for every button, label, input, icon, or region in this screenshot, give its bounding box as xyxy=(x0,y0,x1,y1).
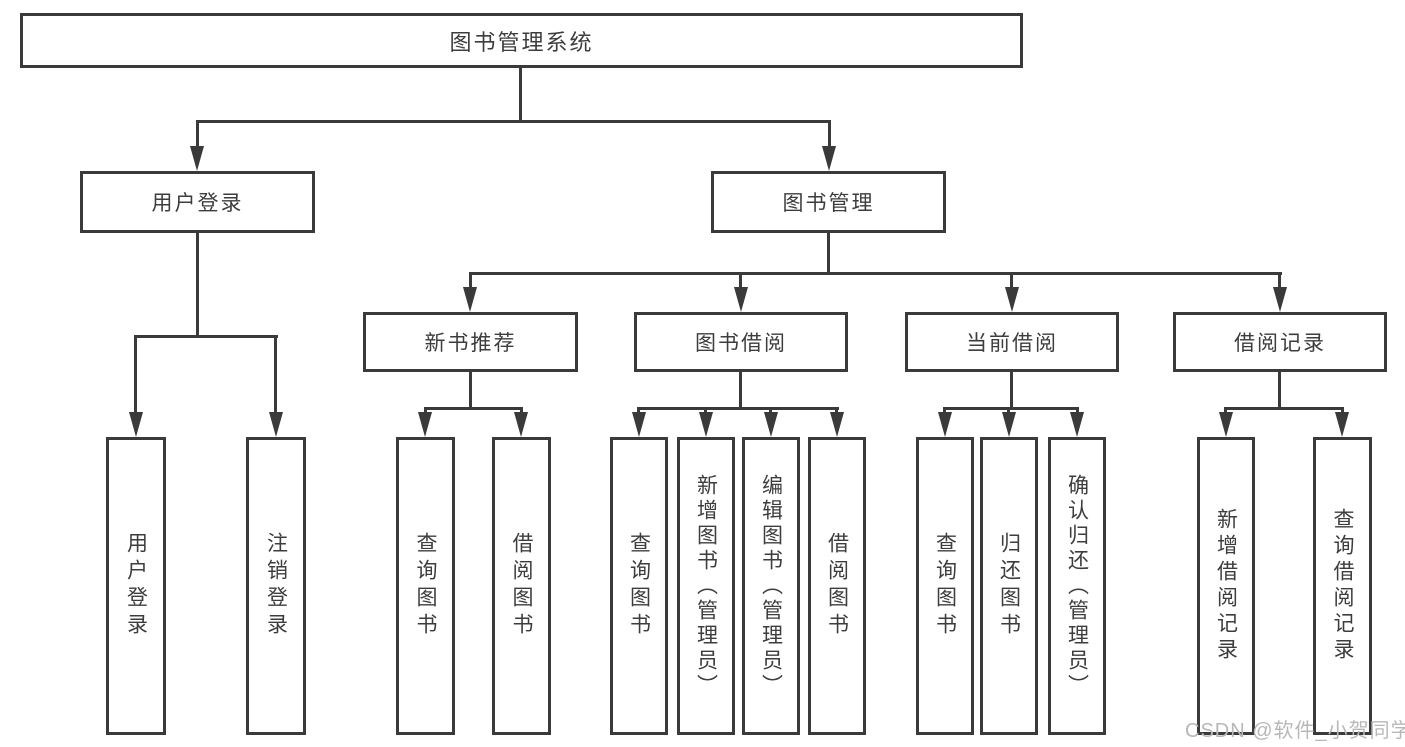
leaf-query-books-3: 查询图书 xyxy=(916,437,974,735)
connector-line xyxy=(739,372,742,409)
node-borrowing-records: 借阅记录 xyxy=(1173,312,1387,372)
leaf-user-login: 用户登录 xyxy=(106,437,166,735)
connector-line xyxy=(769,407,772,415)
connector-line xyxy=(739,272,742,290)
leaf-add-book-admin: 新增图书（管理员） xyxy=(677,437,735,735)
arrow-down-icon xyxy=(734,287,748,312)
node-new-book-recommendation: 新书推荐 xyxy=(363,312,578,372)
node-book-management: 图书管理 xyxy=(711,171,946,233)
arrow-down-icon xyxy=(830,412,844,437)
arrow-down-icon xyxy=(1219,412,1233,437)
connector-line xyxy=(274,335,277,414)
node-book-borrowing: 图书借阅 xyxy=(634,312,848,372)
connector-line xyxy=(1224,407,1344,410)
connector-line xyxy=(519,68,522,122)
leaf-borrow-books-2: 借阅图书 xyxy=(808,437,866,735)
connector-line xyxy=(637,407,640,415)
arrow-down-icon xyxy=(938,412,952,437)
connector-line xyxy=(469,272,1282,275)
connector-line xyxy=(424,407,427,415)
node-library-management-system: 图书管理系统 xyxy=(20,13,1023,68)
connector-line xyxy=(1224,407,1227,415)
connector-line xyxy=(196,233,199,337)
connector-line xyxy=(424,407,523,410)
leaf-return-books: 归还图书 xyxy=(980,437,1038,735)
arrow-down-icon xyxy=(514,412,528,437)
connector-line xyxy=(1007,407,1010,415)
leaf-add-borrow-record: 新增借阅记录 xyxy=(1197,437,1255,735)
connector-line xyxy=(704,407,707,415)
connector-line xyxy=(637,407,839,410)
connector-line xyxy=(943,407,946,415)
connector-line xyxy=(1010,272,1013,290)
arrow-down-icon xyxy=(764,412,778,437)
connector-line xyxy=(1341,407,1344,415)
leaf-query-books-2: 查询图书 xyxy=(610,437,668,735)
arrow-down-icon xyxy=(463,287,477,312)
arrow-down-icon xyxy=(1273,287,1287,312)
leaf-edit-book-admin: 编辑图书（管理员） xyxy=(742,437,800,735)
connector-line xyxy=(469,272,472,290)
leaf-confirm-return-admin: 确认归还（管理员） xyxy=(1048,437,1106,735)
leaf-query-books-1: 查询图书 xyxy=(396,437,455,735)
connector-line xyxy=(827,233,830,274)
connector-line xyxy=(134,335,137,414)
arrow-down-icon xyxy=(129,412,143,437)
leaf-query-borrow-record: 查询借阅记录 xyxy=(1313,437,1372,735)
connector-line xyxy=(1010,372,1013,409)
connector-line xyxy=(196,120,199,150)
connector-line xyxy=(943,407,1079,410)
arrow-down-icon xyxy=(822,146,836,171)
connector-line xyxy=(1076,407,1079,415)
connector-line xyxy=(1278,372,1281,409)
connector-line xyxy=(196,120,831,123)
arrow-down-icon xyxy=(269,412,283,437)
arrow-down-icon xyxy=(1005,287,1019,312)
arrow-down-icon xyxy=(699,412,713,437)
arrow-down-icon xyxy=(632,412,646,437)
leaf-logout: 注销登录 xyxy=(246,437,306,735)
connector-line xyxy=(520,407,523,415)
node-user-login: 用户登录 xyxy=(80,171,315,233)
connector-line xyxy=(134,335,278,338)
connector-line xyxy=(469,372,472,409)
watermark-csdn: CSDN @软件_小贺同学 xyxy=(1185,720,1405,742)
node-current-borrowing: 当前借阅 xyxy=(905,312,1119,372)
connector-line xyxy=(1278,272,1281,290)
arrow-down-icon xyxy=(190,146,204,171)
connector-line xyxy=(828,120,831,150)
connector-line xyxy=(835,407,838,415)
arrow-down-icon xyxy=(1002,412,1016,437)
arrow-down-icon xyxy=(1335,412,1349,437)
arrow-down-icon xyxy=(1070,412,1084,437)
arrow-down-icon xyxy=(418,412,432,437)
leaf-borrow-books-1: 借阅图书 xyxy=(492,437,551,735)
